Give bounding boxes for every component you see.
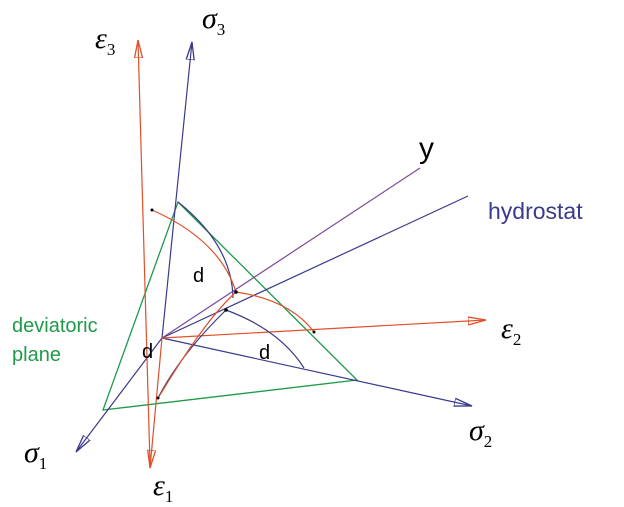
eps3-axis xyxy=(138,40,151,465)
sigma2-label: σ2 xyxy=(469,414,492,451)
eps1-axis xyxy=(150,337,163,468)
sigma1-label: σ1 xyxy=(24,436,47,473)
eps1-label: ε1 xyxy=(153,469,173,506)
d-label-left: d xyxy=(142,341,153,363)
intersection-dot xyxy=(224,308,228,312)
y-axis xyxy=(161,167,421,339)
stress-arc-left xyxy=(157,309,227,399)
sigma2-axis xyxy=(161,337,472,406)
strain-arc-top xyxy=(151,209,237,293)
intersection-dot xyxy=(156,396,160,400)
intersection-dot xyxy=(234,290,238,294)
stress-arc-top xyxy=(177,201,234,299)
eps3-label: ε3 xyxy=(95,22,115,59)
deviatoric-plane-label: deviatoric plane xyxy=(12,315,103,366)
y-axis-label: y xyxy=(419,132,434,165)
eps2-label: ε2 xyxy=(501,312,521,349)
strain-arc-right xyxy=(235,291,315,333)
intersection-dot xyxy=(150,208,154,212)
sigma1-axis xyxy=(76,337,163,452)
sigma3-axis xyxy=(161,42,192,339)
hydrostat-label: hydrostat xyxy=(488,198,583,224)
d-label-right: d xyxy=(259,342,270,364)
deviatoric-plane-triangle xyxy=(102,200,359,411)
hydrostat-axis xyxy=(161,195,469,339)
eps2-axis xyxy=(161,320,486,339)
strain-arc-left xyxy=(159,291,237,396)
intersection-dot xyxy=(312,330,316,334)
sigma3-label: σ3 xyxy=(202,2,225,39)
d-label-top: d xyxy=(193,265,204,287)
stress-arc-right xyxy=(225,309,305,369)
